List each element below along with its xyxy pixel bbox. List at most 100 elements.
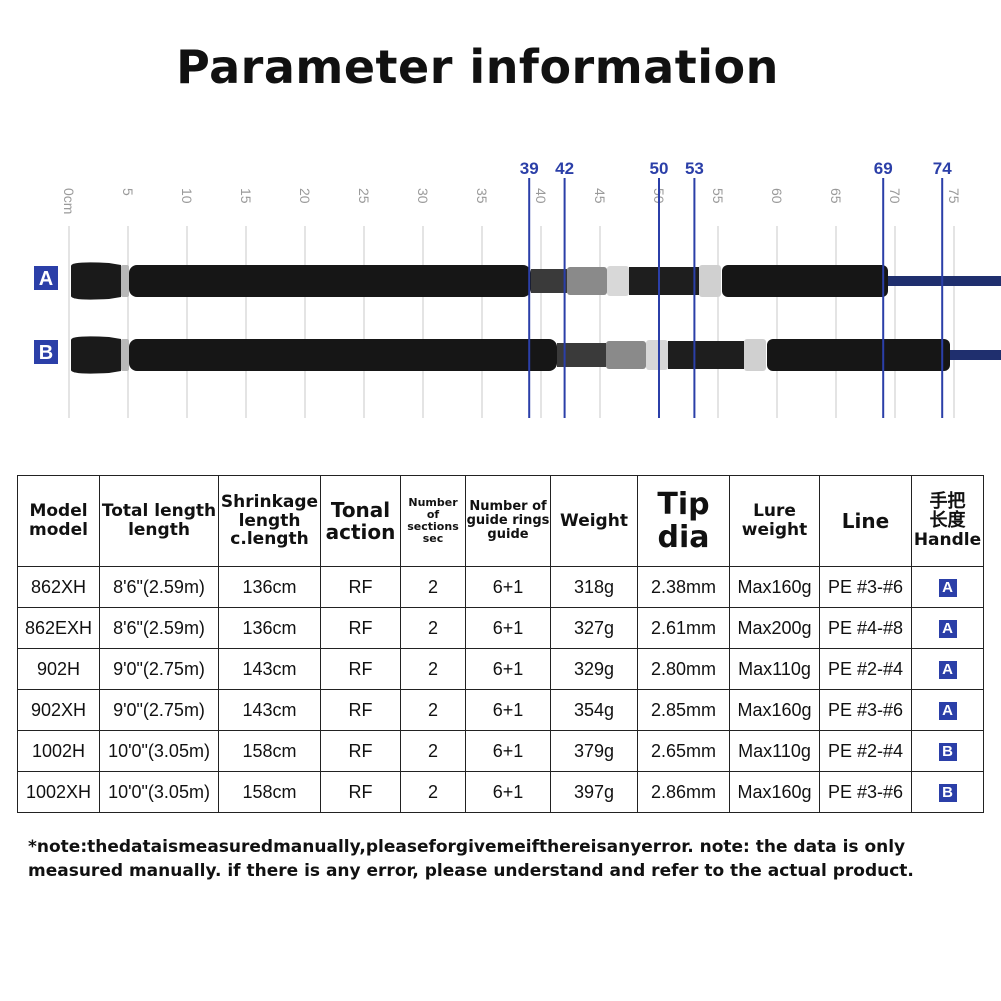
ruler-tick-label: 45 bbox=[592, 188, 608, 204]
cell-guide: 6+1 bbox=[465, 607, 551, 649]
disclaimer-note: *note:thedataismeasuredmanually,pleasefo… bbox=[28, 837, 914, 881]
cell-tip: 2.61mm bbox=[637, 607, 730, 649]
cell-shrink: 136cm bbox=[218, 607, 321, 649]
cell-handle: A bbox=[911, 689, 984, 731]
cell-sec: 2 bbox=[400, 689, 466, 731]
page-title: Parameter information bbox=[176, 40, 779, 94]
cell-line: PE #3-#6 bbox=[819, 771, 912, 813]
cell-model: 902H bbox=[17, 648, 100, 690]
rod-a-butt-ring bbox=[121, 265, 129, 297]
cell-lure: Max160g bbox=[729, 566, 820, 608]
cell-guide: 6+1 bbox=[465, 730, 551, 772]
ruler-tick-label: 10 bbox=[179, 188, 195, 204]
header-tonal-action: Tonal action bbox=[320, 475, 401, 567]
cell-model: 902XH bbox=[17, 689, 100, 731]
header-weight: Weight bbox=[550, 475, 638, 567]
cell-shrink: 143cm bbox=[218, 648, 321, 690]
ruler-marker-label: 74 bbox=[933, 159, 952, 178]
rod-b-reel-seat bbox=[668, 341, 744, 369]
cell-lure: Max160g bbox=[729, 689, 820, 731]
cell-guide: 6+1 bbox=[465, 689, 551, 731]
cell-lure: Max160g bbox=[729, 771, 820, 813]
cell-weight: 354g bbox=[550, 689, 638, 731]
rod-a-reel-seat bbox=[629, 267, 699, 295]
handle-badge: A bbox=[938, 701, 957, 720]
cell-handle: B bbox=[911, 771, 984, 813]
header-line: Line bbox=[819, 475, 912, 567]
rod-a-fore-grip bbox=[722, 265, 888, 297]
cell-handle: B bbox=[911, 730, 984, 772]
rod-b-fore-grip bbox=[767, 339, 950, 371]
cell-tip: 2.65mm bbox=[637, 730, 730, 772]
rod-a-rear-grip bbox=[129, 265, 531, 297]
cell-line: PE #4-#8 bbox=[819, 607, 912, 649]
rod-badge-box bbox=[34, 340, 58, 364]
ruler-tick-label: 25 bbox=[356, 188, 372, 204]
ruler-tick-label: 40 bbox=[533, 188, 549, 204]
cell-total: 9'0"(2.75m) bbox=[99, 689, 219, 731]
cell-model: 1002H bbox=[17, 730, 100, 772]
ruler-tick-label: 15 bbox=[238, 188, 254, 204]
cell-handle: A bbox=[911, 648, 984, 690]
cell-lure: Max200g bbox=[729, 607, 820, 649]
cell-weight: 327g bbox=[550, 607, 638, 649]
ruler-tick-label: 20 bbox=[297, 188, 313, 204]
cell-guide: 6+1 bbox=[465, 566, 551, 608]
rod-a-reel-hood bbox=[607, 266, 629, 296]
cell-total: 10'0"(3.05m) bbox=[99, 771, 219, 813]
rod-a-butt-cap bbox=[71, 262, 121, 300]
table-header-row: Model model Total length length Shrinkag… bbox=[17, 475, 984, 567]
ruler-tick-label: 35 bbox=[474, 188, 490, 204]
ruler-svg: 0cm51015202530354045505560657075AB394250… bbox=[34, 159, 1001, 418]
rod-b-fore-hood bbox=[744, 339, 766, 371]
cell-action: RF bbox=[320, 566, 401, 608]
ruler-tick-label: 0cm bbox=[61, 188, 77, 214]
cell-shrink: 158cm bbox=[218, 771, 321, 813]
ruler-tick-label: 65 bbox=[828, 188, 844, 204]
rod-badge-label: A bbox=[39, 268, 53, 290]
cell-guide: 6+1 bbox=[465, 771, 551, 813]
ruler-tick-label: 60 bbox=[769, 188, 785, 204]
cell-action: RF bbox=[320, 648, 401, 690]
rod-a-blank bbox=[888, 276, 1001, 286]
rod-b-butt-ring bbox=[121, 339, 129, 371]
ruler-tick-label: 30 bbox=[415, 188, 431, 204]
cell-line: PE #2-#4 bbox=[819, 648, 912, 690]
ruler-tick-label: 70 bbox=[887, 188, 903, 204]
rod-badge-box bbox=[34, 266, 58, 290]
handle-badge: A bbox=[938, 578, 957, 597]
handle-badge: B bbox=[938, 783, 957, 802]
ruler-marker-label: 69 bbox=[874, 159, 893, 178]
rod-a-reel-nut bbox=[567, 267, 607, 295]
rod-a-carbon-section bbox=[531, 269, 567, 293]
rod-b-reel-hood bbox=[646, 340, 668, 370]
rod-b-rear-grip bbox=[129, 339, 557, 371]
header-sections: Number of sections sec bbox=[400, 475, 466, 567]
cell-sec: 2 bbox=[400, 730, 466, 772]
cell-line: PE #2-#4 bbox=[819, 730, 912, 772]
header-lure-weight: Lure weight bbox=[729, 475, 820, 567]
ruler-marker-label: 39 bbox=[520, 159, 539, 178]
cell-lure: Max110g bbox=[729, 648, 820, 690]
ruler-marker-label: 50 bbox=[650, 159, 669, 178]
cell-total: 8'6"(2.59m) bbox=[99, 566, 219, 608]
header-total-length: Total length length bbox=[99, 475, 219, 567]
cell-sec: 2 bbox=[400, 566, 466, 608]
header-handle-cn: 手把长度 bbox=[929, 490, 966, 531]
header-tip-dia: Tip dia bbox=[637, 475, 730, 567]
cell-shrink: 136cm bbox=[218, 566, 321, 608]
header-guides: Number of guide rings guide bbox=[465, 475, 551, 567]
header-handle-en: Handle bbox=[913, 529, 982, 550]
cell-model: 862EXH bbox=[17, 607, 100, 649]
handle-badge: A bbox=[938, 619, 957, 638]
header-model: Model model bbox=[17, 475, 100, 567]
cell-total: 8'6"(2.59m) bbox=[99, 607, 219, 649]
rod-b-reel-nut bbox=[606, 341, 646, 369]
cell-total: 10'0"(3.05m) bbox=[99, 730, 219, 772]
